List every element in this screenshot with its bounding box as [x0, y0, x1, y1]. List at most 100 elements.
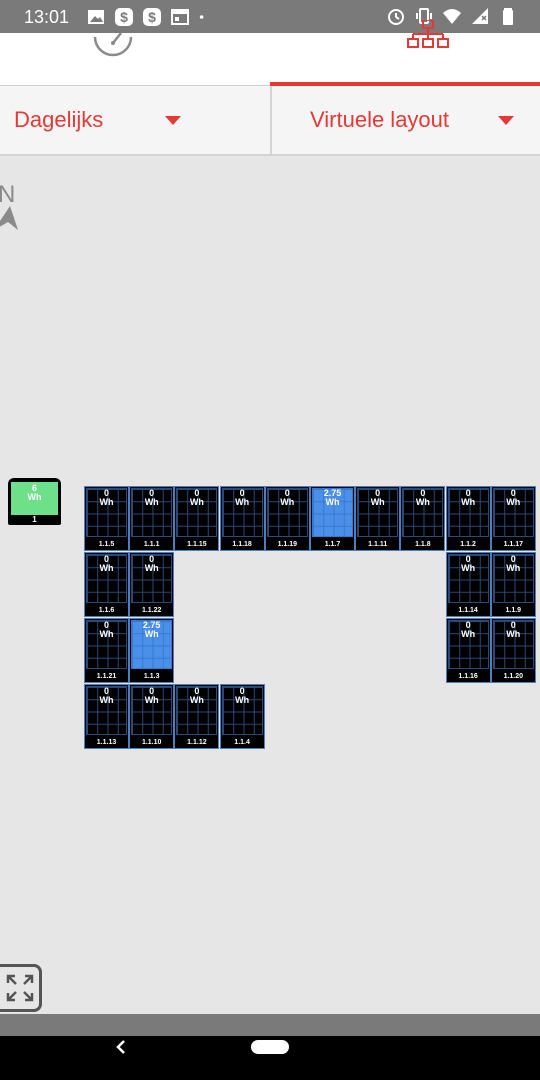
panel-id: 1.1.5	[98, 541, 115, 548]
panel-id: 1.1.21	[96, 673, 117, 680]
period-dropdown-label: Dagelijks	[14, 107, 104, 132]
panel-energy-value: 0	[149, 554, 155, 564]
image-icon	[88, 10, 104, 24]
inverter-value: 6	[31, 483, 37, 493]
panel-id: 1.1.17	[503, 541, 524, 548]
filter-row: Dagelijks Virtuele layout	[0, 86, 540, 156]
tab-selected-indicator	[270, 82, 540, 86]
panel-id: 1.1.4	[234, 739, 250, 746]
tab-layout[interactable]	[270, 20, 540, 86]
panel-cells	[86, 488, 127, 537]
system-icons	[386, 6, 518, 26]
panel-energy-unit: Wh	[325, 497, 340, 507]
status-bar: 13:01 $ $	[0, 0, 540, 33]
panel-cells	[492, 620, 534, 669]
panel-cells	[86, 554, 127, 603]
panel-cells	[357, 488, 399, 537]
panel-energy-value: 0	[510, 554, 516, 564]
panel-energy-value: 0	[149, 488, 155, 498]
panel-id: 1.1.12	[187, 739, 207, 746]
inverter-screen: 6 Wh	[11, 482, 58, 515]
panel-id: 1.1.19	[277, 541, 298, 548]
dot-icon	[199, 15, 204, 19]
tab-dashboard[interactable]	[0, 33, 270, 86]
back-icon[interactable]	[110, 1030, 132, 1064]
panel-id: 1.1.1	[143, 541, 160, 548]
panel-cells	[131, 488, 173, 537]
panel-energy-unit: Wh	[99, 497, 114, 507]
nav-bar-top	[0, 1014, 540, 1036]
panel-id: 1.1.22	[141, 607, 162, 614]
chevron-down-icon	[498, 116, 514, 125]
home-pill-icon[interactable]	[251, 1040, 289, 1054]
inverter-unit: Wh	[27, 492, 42, 502]
inverter[interactable]: 6 Wh 1	[8, 478, 61, 525]
view-dropdown[interactable]: Virtuele layout	[270, 86, 540, 154]
panel-id: 1.1.14	[458, 607, 478, 614]
fit-screen-button[interactable]	[0, 964, 42, 1012]
status-time: 13:01	[24, 7, 70, 27]
notification-icons: $ $	[86, 7, 210, 27]
panel-energy-value: 0	[284, 488, 290, 498]
wifi-icon	[443, 9, 461, 24]
gauge-icon	[93, 33, 133, 57]
signal-icon	[472, 8, 488, 24]
panel-energy-value: 0	[375, 488, 381, 498]
panel-energy-unit: Wh	[415, 497, 430, 507]
panel-id: 1.1.15	[187, 541, 207, 548]
panel-energy-unit: Wh	[461, 497, 476, 507]
panel-energy-value: 0	[103, 686, 109, 696]
panel-id: 1.1.16	[458, 673, 478, 680]
panel-energy-unit: Wh	[144, 695, 159, 705]
chevron-down-icon	[165, 116, 181, 125]
period-dropdown[interactable]: Dagelijks	[0, 86, 269, 154]
panel-energy-value: 2.75	[323, 488, 342, 498]
panel-cells	[176, 488, 218, 537]
panel-energy-unit: Wh	[99, 695, 114, 705]
panel-energy-unit: Wh	[506, 563, 521, 573]
panel-id: 1.1.7	[324, 541, 341, 548]
panel-energy-value: 0	[194, 488, 200, 498]
fit-screen-icon	[6, 974, 33, 1002]
panel-cells	[86, 686, 127, 735]
panel-energy-value: 0	[103, 488, 109, 498]
panel-cells	[266, 488, 308, 537]
panel-energy-unit: Wh	[506, 497, 521, 507]
